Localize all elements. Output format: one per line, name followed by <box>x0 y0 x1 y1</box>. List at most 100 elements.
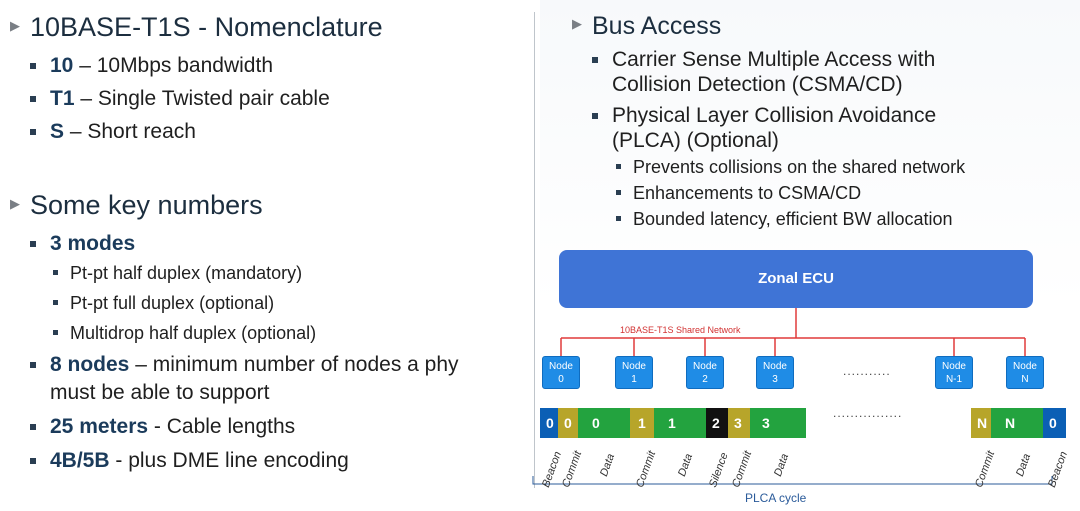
heading-key-numbers: ▶ Some key numbers <box>10 190 263 221</box>
heading-text: 10BASE-T1S - Nomenclature <box>30 12 383 42</box>
square-bullet-icon <box>616 190 621 195</box>
column-divider <box>534 12 535 488</box>
plca-sub-item-2: Bounded latency, efficient BW allocation <box>616 208 953 230</box>
mode-item-2: Multidrop half duplex (optional) <box>53 322 317 344</box>
triangle-bullet-icon: ▶ <box>10 195 20 211</box>
cycle-cell-data: 3 <box>750 408 806 438</box>
square-bullet-icon <box>592 57 598 63</box>
cell-value: 0 <box>592 415 600 431</box>
cycle-cell-commit: 3 <box>728 408 750 438</box>
bullet-bold: 8 nodes <box>50 353 130 376</box>
heading-bus-access: ▶ Bus Access <box>572 12 721 41</box>
node-number: 3 <box>772 374 778 385</box>
cell-value: N <box>977 415 988 431</box>
cycle-cell-commit: 0 <box>558 408 578 438</box>
bullet-bold: T1 <box>50 87 75 110</box>
bullet-bold: 3 modes <box>50 232 136 255</box>
cell-value: 1 <box>668 415 676 431</box>
bullet-10: 10 – 10Mbps bandwidth <box>30 53 273 78</box>
square-bullet-icon <box>53 270 58 275</box>
square-bullet-icon <box>30 129 36 135</box>
bullet-text: (PLCA) (Optional) <box>612 129 779 152</box>
triangle-bullet-icon: ▶ <box>572 16 582 32</box>
plca-sub-item-0: Prevents collisions on the shared networ… <box>616 156 965 178</box>
triangle-bullet-icon: ▶ <box>10 17 20 33</box>
mode-text: Multidrop half duplex (optional) <box>70 323 317 343</box>
bullet-text: Collision Detection (CSMA/CD) <box>612 73 903 96</box>
node-label: Node <box>693 361 717 372</box>
bullet-plca-continued: (PLCA) (Optional) <box>612 128 779 153</box>
square-bullet-icon <box>616 216 621 221</box>
bullet-bold: 10 <box>50 54 74 77</box>
bullet-csma-continued: Collision Detection (CSMA/CD) <box>612 72 903 97</box>
cycle-ellipsis: ................ <box>833 406 903 420</box>
node-2: Node 2 <box>686 356 724 389</box>
cell-value: 0 <box>546 415 554 431</box>
bullet-plca: Physical Layer Collision Avoidance <box>592 103 937 128</box>
mode-text: Pt-pt full duplex (optional) <box>70 293 275 313</box>
node-3: Node 3 <box>756 356 794 389</box>
node-label: Node <box>1013 361 1037 372</box>
cell-value: 1 <box>638 415 646 431</box>
cycle-cell-commit: 1 <box>630 408 654 438</box>
node-number: 0 <box>558 374 564 385</box>
node-label: Node <box>942 361 966 372</box>
node-label: Node <box>622 361 646 372</box>
bullet-8-nodes: 8 nodes – minimum number of nodes a phy <box>30 352 459 377</box>
bullet-text: – Short reach <box>64 120 196 143</box>
node-number: 2 <box>702 374 708 385</box>
cycle-cell-data: 0 <box>578 408 630 438</box>
cell-value: 0 <box>1049 415 1057 431</box>
plca-sub-item-1: Enhancements to CSMA/CD <box>616 182 862 204</box>
bullet-text: – minimum number of nodes a phy <box>129 353 459 376</box>
cell-value: 0 <box>564 415 572 431</box>
bullet-text: – Single Twisted pair cable <box>74 87 330 110</box>
square-bullet-icon <box>53 300 58 305</box>
cycle-cell-commit: N <box>971 408 991 438</box>
bullet-3-modes: 3 modes <box>30 231 136 256</box>
heading-nomenclature: ▶ 10BASE-T1S - Nomenclature <box>10 12 383 43</box>
node-number: N-1 <box>945 374 963 385</box>
square-bullet-icon <box>30 424 36 430</box>
square-bullet-icon <box>30 96 36 102</box>
cycle-cell-data: N <box>991 408 1043 438</box>
zonal-ecu-box: Zonal ECU <box>559 250 1033 308</box>
node-number: N <box>1021 374 1029 385</box>
square-bullet-icon <box>616 164 621 169</box>
cell-value: 3 <box>734 415 742 431</box>
bullet-text: – 10Mbps bandwidth <box>73 54 273 77</box>
bullet-text: must be able to support <box>50 381 270 404</box>
sub-item-text: Enhancements to CSMA/CD <box>633 183 862 203</box>
cell-value: 3 <box>762 415 770 431</box>
bullet-text: Physical Layer Collision Avoidance <box>612 104 937 127</box>
bullet-text: - plus DME line encoding <box>109 449 349 472</box>
bullet-8-nodes-continued: must be able to support <box>50 380 269 405</box>
cycle-cell-beacon: 0 <box>540 408 558 438</box>
bullet-25-meters: 25 meters - Cable lengths <box>30 414 295 439</box>
heading-text: Bus Access <box>592 12 722 40</box>
bullet-text: Carrier Sense Multiple Access with <box>612 48 936 71</box>
square-bullet-icon <box>30 63 36 69</box>
cell-value: 2 <box>712 415 720 431</box>
bullet-t1: T1 – Single Twisted pair cable <box>30 86 330 111</box>
cycle-bracket <box>532 476 1053 485</box>
network-label: 10BASE-T1S Shared Network <box>620 325 741 335</box>
sub-item-text: Bounded latency, efficient BW allocation <box>633 209 953 229</box>
node-ellipsis: ........... <box>843 364 891 378</box>
square-bullet-icon <box>30 458 36 464</box>
mode-text: Pt-pt half duplex (mandatory) <box>70 263 303 283</box>
bullet-csma: Carrier Sense Multiple Access with <box>592 47 936 72</box>
plca-cycle-caption: PLCA cycle <box>745 491 807 505</box>
cycle-cell-data: 1 <box>654 408 706 438</box>
bullet-s: S – Short reach <box>30 119 196 144</box>
node-label: Node <box>763 361 787 372</box>
mode-item-0: Pt-pt half duplex (mandatory) <box>53 262 303 284</box>
bullet-4b5b: 4B/5B - plus DME line encoding <box>30 448 349 473</box>
heading-text: Some key numbers <box>30 190 263 220</box>
cell-value: N <box>1005 415 1016 431</box>
cycle-cell-silence: 2 <box>706 408 728 438</box>
